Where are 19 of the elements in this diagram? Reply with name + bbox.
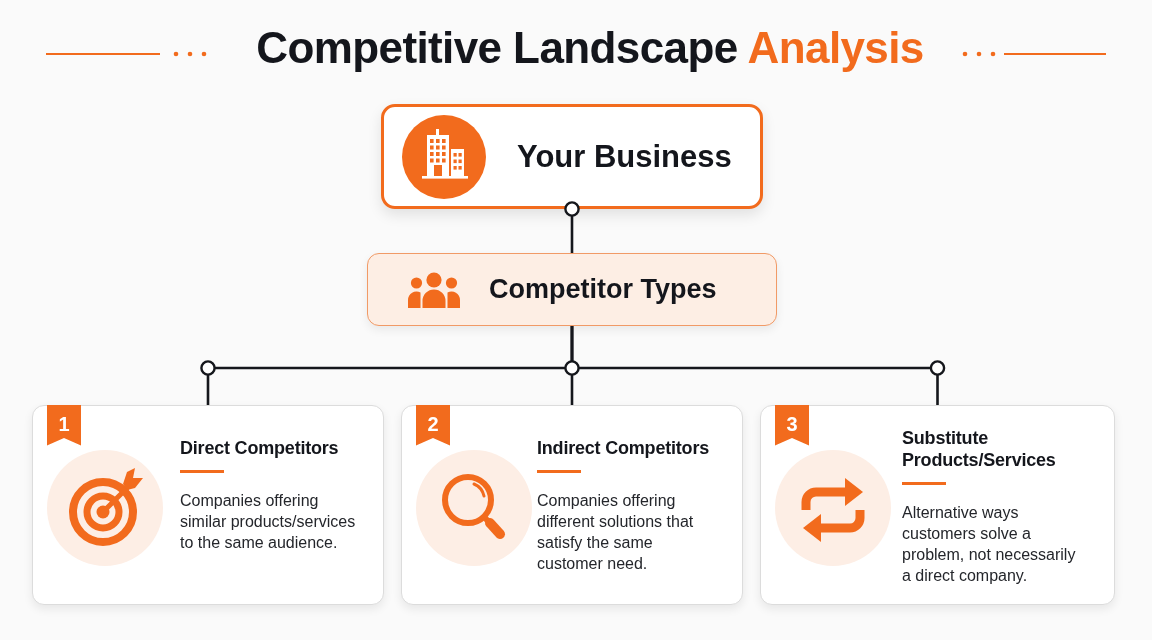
card-description: Alternative ways customers solve a problem, not necessarily a direct company. [902,503,1077,586]
node-label: Your Business [517,137,732,176]
card-heading: Substitute Products/Services [902,427,1057,471]
category-card [401,405,743,605]
step-number-ribbon: 2 [416,404,450,446]
connector-line [564,201,580,253]
category-card [32,405,384,605]
card-heading: Direct Competitors [180,437,340,459]
card-description: Companies offering different solutions that satisfy the same customer need. [537,491,695,574]
diagram-title: Competitive Landscape Analysis [256,22,924,74]
card-description: Companies offering similar products/services to the same audience. [180,491,357,553]
step-number-ribbon: 1 [47,404,81,446]
step-number-ribbon: 3 [775,404,809,446]
group-node-box [367,253,777,326]
card-heading: Indirect Competitors [537,437,711,459]
node-label: Competitor Types [489,273,717,306]
category-card [760,405,1115,605]
connector-line [570,326,939,405]
root-node-box [381,104,763,209]
